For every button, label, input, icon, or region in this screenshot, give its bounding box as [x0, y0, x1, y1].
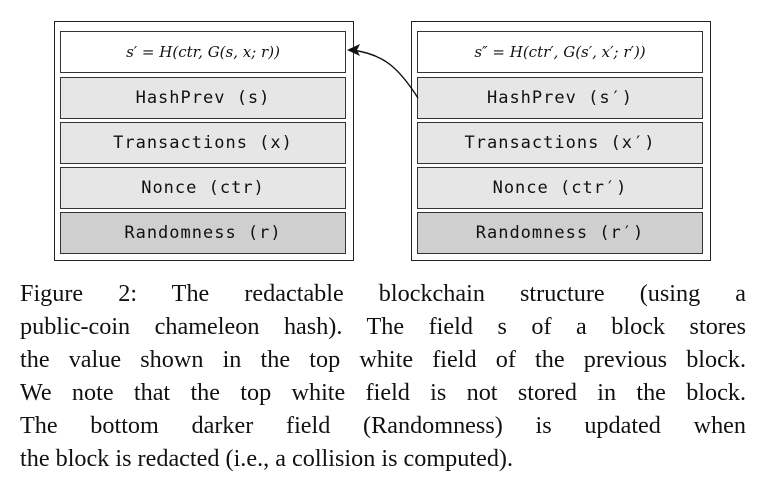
caption-line: We note that the top white field is not … [20, 379, 746, 406]
transactions-label: Transactions (x′) [464, 133, 656, 153]
caption-line: Figure 2: The redactable blockchain stru… [20, 280, 746, 307]
hash-label: s′ = H(ctr, G(s, x; r)) [126, 43, 280, 61]
transactions-label: Transactions (x) [113, 133, 293, 153]
figure-caption: Figure 2: The redactable blockchain stru… [20, 277, 746, 475]
hashprev-label: HashPrev (s′) [486, 88, 634, 108]
arrow-head [347, 44, 360, 56]
hash-field: s′ = H(ctr, G(s, x; r)) [60, 31, 346, 73]
randomness-label: Randomness (r′) [475, 223, 645, 243]
caption-line: public-coin chameleon hash). The field s… [20, 313, 746, 340]
hashprev-field: HashPrev (s) [60, 77, 346, 119]
hashprev-field: HashPrev (s′) [417, 77, 703, 119]
previous-block: s′ = H(ctr, G(s, x; r)) HashPrev (s) Tra… [54, 21, 354, 261]
transactions-field: Transactions (x′) [417, 122, 703, 164]
hash-field: s″ = H(ctr′, G(s′, x′; r′)) [417, 31, 703, 73]
next-block: s″ = H(ctr′, G(s′, x′; r′)) HashPrev (s′… [411, 21, 711, 261]
nonce-label: Nonce (ctr) [141, 178, 265, 198]
nonce-field: Nonce (ctr) [60, 167, 346, 209]
caption-line: The bottom darker field (Randomness) is … [20, 412, 746, 439]
randomness-field: Randomness (r) [60, 212, 346, 254]
nonce-label: Nonce (ctr′) [492, 178, 628, 198]
randomness-label: Randomness (r) [124, 223, 282, 243]
nonce-field: Nonce (ctr′) [417, 167, 703, 209]
hashprev-label: HashPrev (s) [135, 88, 271, 108]
transactions-field: Transactions (x) [60, 122, 346, 164]
arrow-curve [351, 49, 419, 99]
caption-line: the value shown in the top white field o… [20, 346, 746, 373]
caption-line: the block is redacted (i.e., a collision… [20, 445, 514, 472]
randomness-field: Randomness (r′) [417, 212, 703, 254]
hash-label: s″ = H(ctr′, G(s′, x′; r′)) [474, 43, 646, 61]
